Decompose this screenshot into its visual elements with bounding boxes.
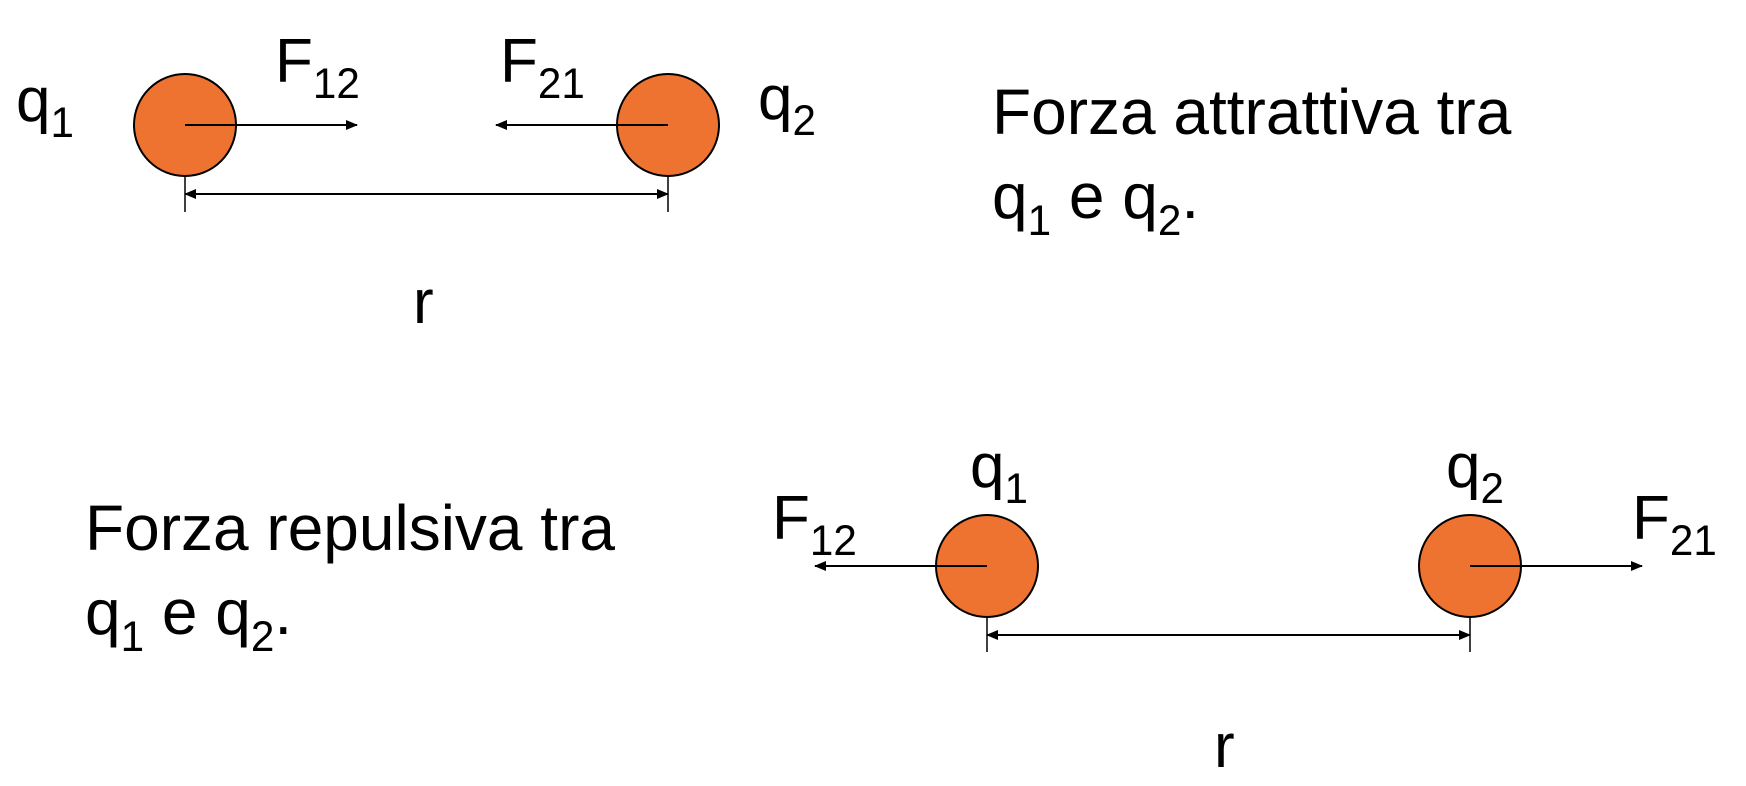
caption-q2-base: q	[215, 576, 251, 649]
caption-q2-sub: 2	[250, 613, 275, 661]
label-base: q	[970, 432, 1005, 501]
caption-attractive: Forza attrattiva tra q1 e q2.	[992, 70, 1512, 244]
label-base: F	[772, 484, 810, 553]
label-sub: 1	[1004, 465, 1028, 513]
label-q2-attractive: q2	[758, 68, 816, 142]
label-distance-repulsive: r	[1214, 712, 1235, 781]
label-sub: 21	[1669, 517, 1717, 565]
label-base: q	[16, 66, 51, 135]
label-f12-repulsive: F12	[772, 488, 857, 562]
label-q2-repulsive: q2	[1446, 436, 1504, 510]
caption-line1: Forza attrattiva tra	[992, 76, 1512, 148]
label-sub: 2	[1480, 465, 1504, 513]
caption-q1-sub: 1	[120, 613, 145, 661]
label-f12-attractive: F12	[275, 31, 360, 105]
label-base: q	[758, 64, 793, 133]
label-base: F	[500, 27, 538, 96]
caption-line1: Forza repulsiva tra	[85, 492, 615, 564]
caption-line2: q1 e q2.	[992, 154, 1511, 244]
label-sub: 1	[50, 99, 74, 147]
label-sub: 12	[809, 517, 857, 565]
caption-q2-base: q	[1122, 160, 1158, 233]
caption-repulsive: Forza repulsiva tra q1 e q2.	[85, 486, 615, 660]
caption-end: .	[1181, 160, 1200, 233]
caption-conj: e	[144, 576, 216, 649]
label-distance-attractive: r	[413, 268, 434, 337]
label-base: F	[1632, 484, 1670, 553]
label-base: F	[275, 27, 313, 96]
label-sub: 12	[312, 60, 360, 108]
caption-q2-sub: 2	[1157, 197, 1182, 245]
label-q1-attractive: q1	[16, 70, 74, 144]
caption-end: .	[274, 576, 293, 649]
label-q1-repulsive: q1	[970, 436, 1028, 510]
label-base: q	[1446, 432, 1481, 501]
caption-q1-sub: 1	[1027, 197, 1052, 245]
label-sub: 2	[792, 97, 816, 145]
label-f21-attractive: F21	[500, 31, 585, 105]
label-f21-repulsive: F21	[1632, 488, 1717, 562]
caption-line2: q1 e q2.	[85, 570, 615, 660]
label-sub: 21	[537, 60, 585, 108]
caption-q1-base: q	[85, 576, 121, 649]
caption-conj: e	[1051, 160, 1123, 233]
caption-q1-base: q	[992, 160, 1028, 233]
